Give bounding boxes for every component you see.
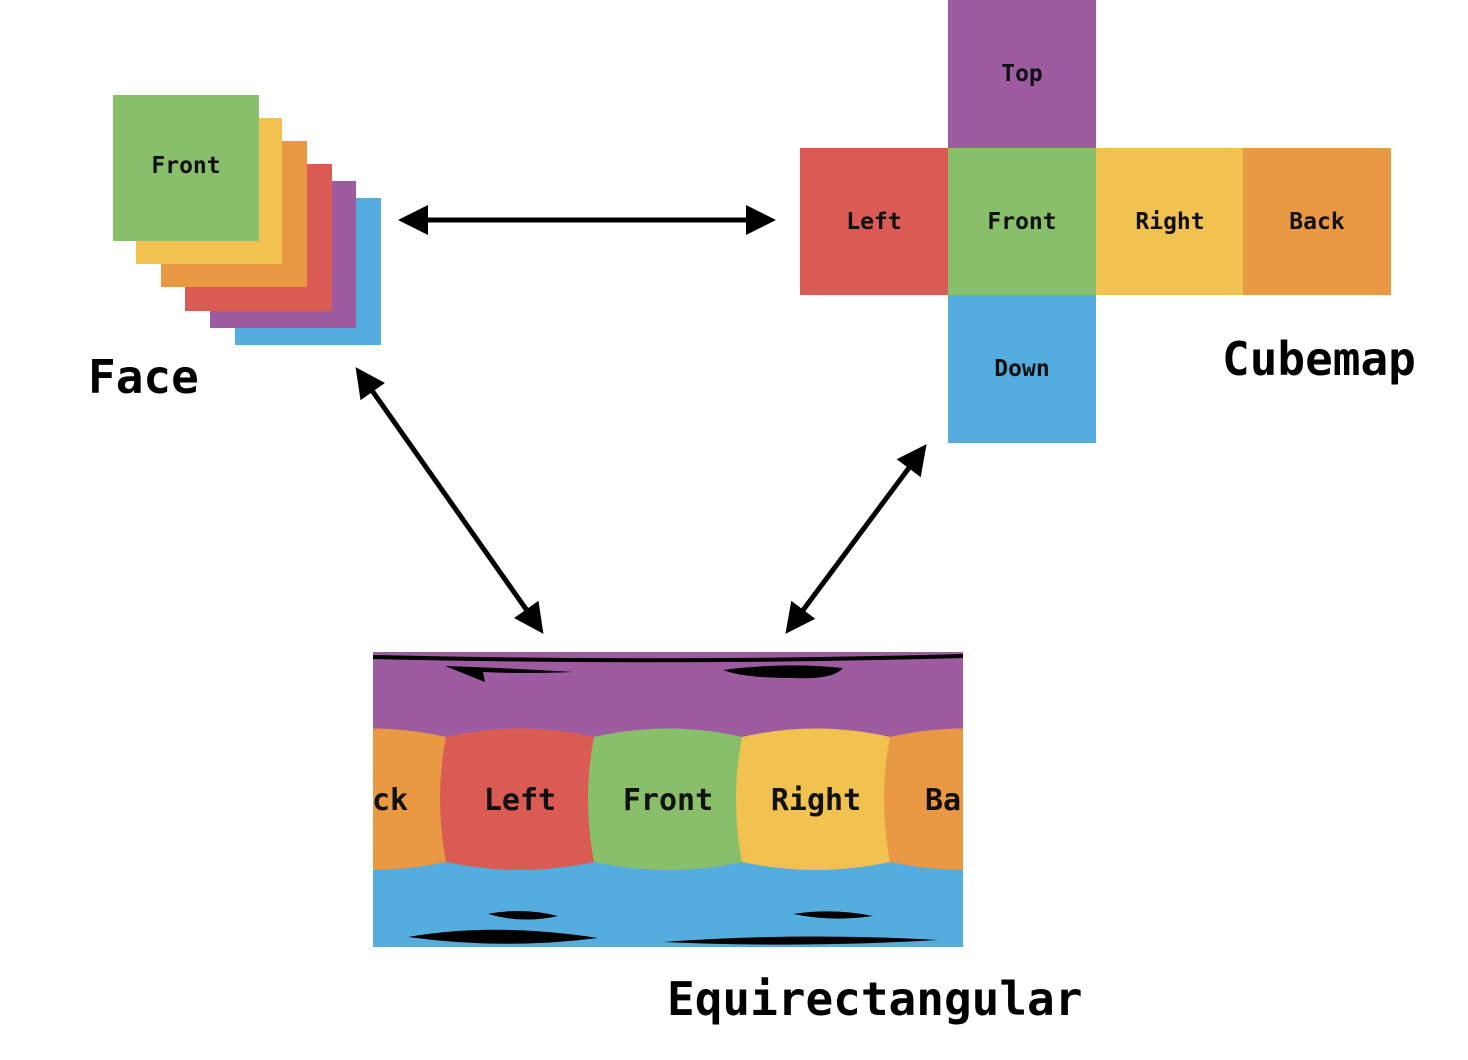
cubemap-right-label: Right — [1135, 208, 1205, 235]
arrow-cubemap-equirectangular — [785, 444, 927, 634]
cubemap-front-label: Front — [987, 208, 1057, 235]
cubemap-back: Back — [1243, 148, 1391, 295]
cubemap-top-label: Top — [1001, 61, 1043, 87]
equirect-left-label: Left — [484, 783, 556, 818]
equirectangular-title: Equirectangular — [667, 972, 1083, 1026]
equirect-bottom-glyph-4 — [663, 936, 938, 945]
cubemap-front: Front — [948, 148, 1096, 295]
equirectangular-panorama: ck Left Front Right Ba — [373, 652, 963, 947]
equirect-front-label: Front — [623, 783, 713, 818]
cubemap-top: Top — [948, 0, 1096, 148]
equirect-left-face — [440, 728, 600, 870]
equirect-bottom-glyph-1 — [488, 910, 558, 920]
equirect-top-glyph-2 — [723, 665, 843, 679]
equirect-back-left-face — [373, 728, 452, 870]
arrow-face-equirectangular — [355, 367, 544, 634]
cubemap-left-label: Left — [846, 208, 902, 235]
equirect-back-left-label: ck — [373, 783, 408, 818]
cubemap-back-label: Back — [1289, 208, 1345, 235]
equirect-right-label: Right — [771, 783, 861, 818]
face-front-label: Front — [151, 153, 221, 179]
cubemap-left: Left — [800, 148, 948, 295]
equirect-right-face — [736, 728, 896, 870]
equirect-back-right-face — [884, 728, 963, 870]
equirect-bottom-glyph-2 — [408, 929, 598, 944]
cubemap-title: Cubemap — [1222, 332, 1416, 386]
equirect-top-glyph-1 — [445, 666, 573, 682]
equirect-bottom-glyph-3 — [793, 911, 873, 919]
face-title: Face — [88, 350, 199, 404]
face-square-front: Front — [113, 95, 259, 241]
equirect-top-edge-stroke — [373, 654, 963, 663]
cubemap-down: Down — [948, 295, 1096, 443]
cubemap-down-label: Down — [994, 356, 1050, 382]
equirect-front-face — [588, 728, 748, 870]
cubemap-right: Right — [1096, 148, 1244, 295]
equirect-back-right-label: Ba — [925, 783, 961, 818]
